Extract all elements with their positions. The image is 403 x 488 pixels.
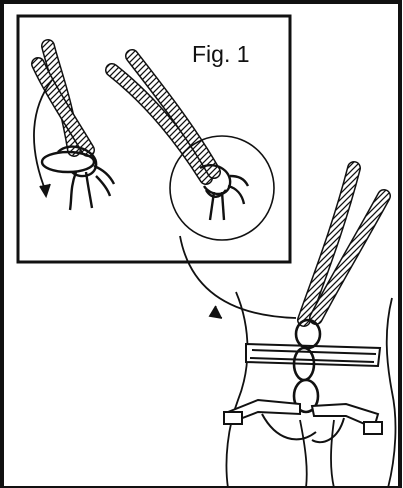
figure-label: Fig. 1 bbox=[192, 41, 250, 67]
tie-in-loop bbox=[294, 320, 320, 412]
inset-panel: Fig. 1 bbox=[18, 16, 290, 262]
